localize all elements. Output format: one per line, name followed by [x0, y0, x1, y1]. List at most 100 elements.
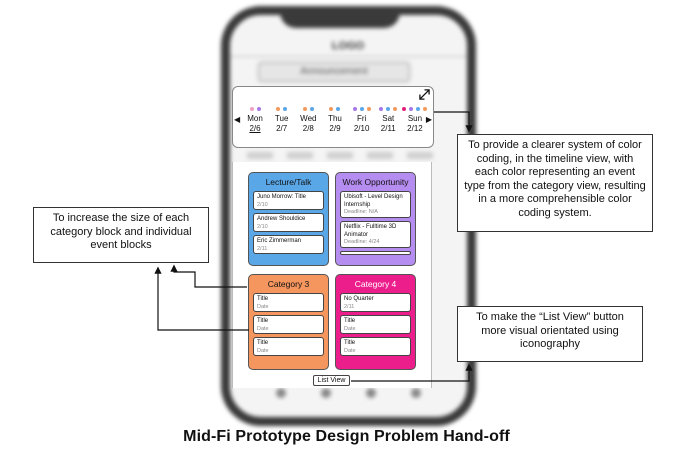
- event-date: Date: [344, 325, 356, 332]
- event-color-dots: [295, 97, 321, 111]
- event-title: Title: [344, 318, 356, 324]
- event-date: 2/10: [257, 201, 268, 208]
- event-block-partial: [340, 251, 411, 255]
- page-caption: Mid-Fi Prototype Design Problem Hand-off: [183, 428, 510, 445]
- event-dot: [393, 107, 398, 111]
- category-work-opportunity[interactable]: Work Opportunity Ubisoft - Level Design …: [335, 172, 416, 266]
- event-dot: [309, 107, 314, 111]
- event-title: Netflix - Fulltime 3D Animator: [344, 224, 397, 238]
- event-color-dots: [349, 97, 375, 111]
- event-title: No Quarter: [344, 296, 374, 302]
- event-title: Eric Zimmerman: [257, 238, 302, 244]
- event-dot: [283, 107, 288, 111]
- day-date: 2/8: [302, 124, 314, 133]
- event-date: Date: [257, 347, 269, 354]
- day-name: Thu: [328, 114, 342, 123]
- event-date: Date: [257, 325, 269, 332]
- event-date: 2/10: [257, 223, 268, 230]
- category-title: Lecture/Talk: [265, 177, 312, 187]
- timeline-next-arrow-icon[interactable]: ▶: [425, 115, 432, 124]
- event-title: Title: [257, 318, 269, 324]
- event-dot: [256, 107, 261, 111]
- expand-icon[interactable]: [419, 89, 430, 100]
- day-date: 2/9: [329, 124, 341, 133]
- day-name: Tue: [274, 114, 289, 123]
- day-date: 2/12: [407, 124, 423, 133]
- connector-color-coding: [434, 111, 473, 133]
- event-dot: [423, 107, 428, 111]
- note-list-view: To make the “List View” button more visu…: [457, 306, 643, 362]
- event-deadline: Deadline: 4/24: [344, 239, 380, 245]
- day-name: Fri: [356, 114, 367, 123]
- event-dot: [276, 107, 281, 111]
- event-dot: [302, 107, 307, 111]
- event-dot: [386, 107, 391, 111]
- timeline-prev-arrow-icon[interactable]: ◀: [234, 115, 241, 124]
- event-date: 2/11: [257, 245, 268, 252]
- event-title: Title: [257, 340, 269, 346]
- category-title: Work Opportunity: [342, 177, 409, 187]
- event-title: Andrew Shouldice: [257, 216, 306, 222]
- note-block-size: To increase the size of each category bl…: [33, 207, 209, 263]
- event-dot: [352, 107, 357, 111]
- day-date: 2/6: [249, 124, 261, 133]
- event-title: Juno Morrow: Title: [257, 194, 307, 200]
- event-date: 2/11: [344, 303, 355, 310]
- day-date: 2/11: [380, 124, 396, 133]
- announcement-banner[interactable]: Announcement: [258, 62, 410, 82]
- event-dot: [336, 107, 341, 111]
- event-dot: [409, 107, 414, 111]
- note-color-coding: To provide a clearer system of color cod…: [457, 134, 653, 232]
- day-date: 2/7: [276, 124, 288, 133]
- day-name: Sun: [407, 114, 423, 123]
- phone-tab-strip: [240, 152, 440, 162]
- event-dot: [379, 107, 384, 111]
- event-dot: [249, 107, 254, 111]
- event-dot: [402, 107, 407, 111]
- event-color-dots: [322, 97, 348, 111]
- event-color-dots: [402, 97, 428, 111]
- category-title: Category 3: [267, 279, 310, 289]
- event-color-dots: [375, 97, 401, 111]
- event-color-dots: [242, 97, 268, 111]
- event-date: Date: [257, 303, 269, 310]
- event-deadline: Deadline: N/A: [344, 209, 378, 215]
- event-title: Title: [344, 340, 356, 346]
- category-title: Category 4: [354, 279, 397, 289]
- event-date: Date: [344, 347, 356, 354]
- app-logo: LOGO: [331, 40, 365, 52]
- header-divider: [230, 56, 467, 57]
- day-date: 2/10: [353, 124, 370, 133]
- day-name: Sat: [382, 114, 395, 123]
- list-view-button[interactable]: List View: [313, 375, 350, 386]
- event-title: Title: [257, 296, 269, 302]
- day-name: Wed: [300, 114, 317, 123]
- event-dot: [359, 107, 364, 111]
- event-color-dots: [269, 97, 295, 111]
- event-title: Ubisoft - Level Design Internship: [344, 194, 403, 208]
